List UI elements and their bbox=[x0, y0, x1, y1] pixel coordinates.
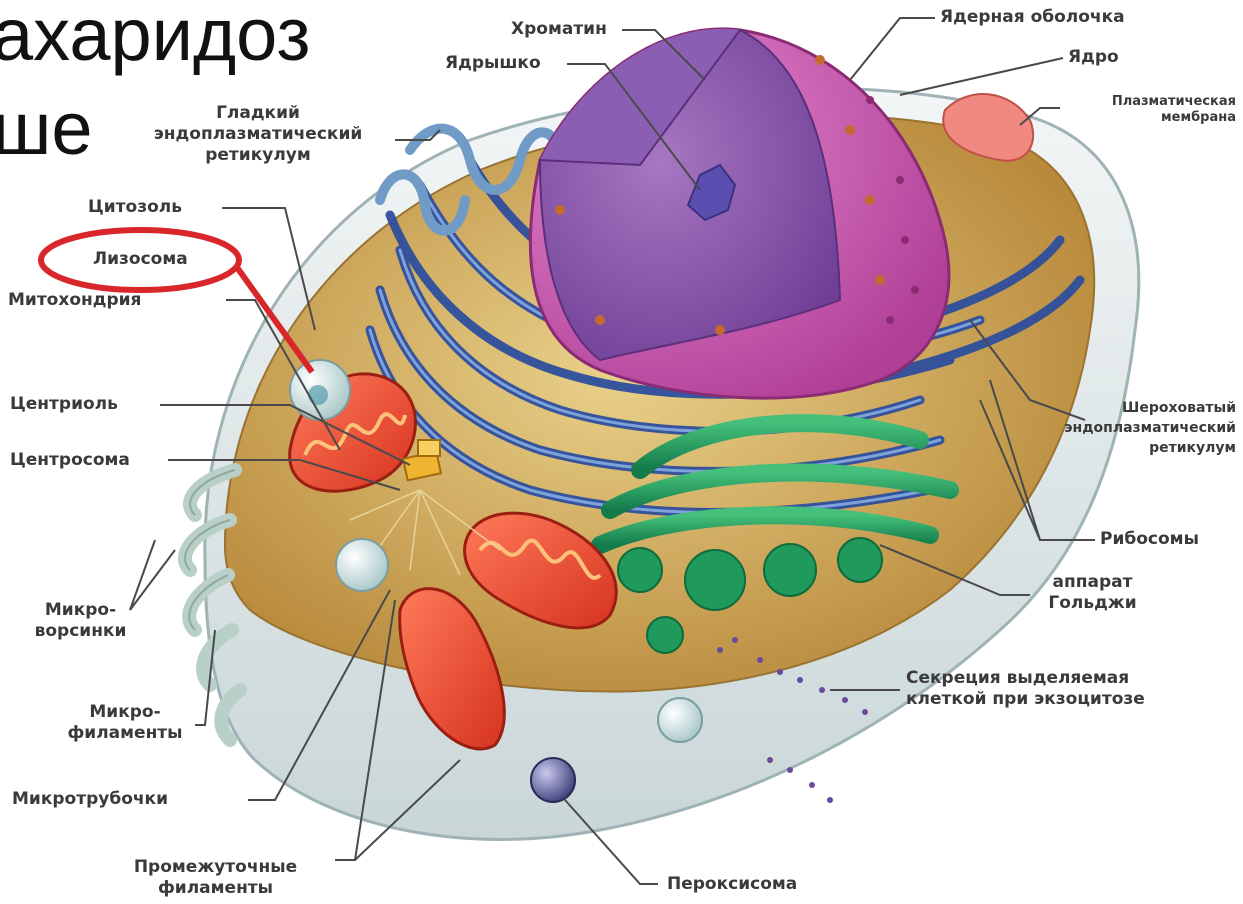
label-nucleolus: Ядрышко bbox=[445, 53, 541, 74]
label-microtubules: Микротрубочки bbox=[12, 789, 168, 810]
label-microfilaments: Микро-филаменты bbox=[55, 702, 195, 744]
label-lysosome: Лизосома bbox=[93, 249, 188, 270]
label-cytosol: Цитозоль bbox=[88, 197, 182, 218]
label-mitochondrion: Митохондрия bbox=[8, 290, 141, 311]
label-centrosome: Центросома bbox=[10, 450, 130, 471]
label-peroxisome: Пероксисома bbox=[667, 874, 797, 895]
highlight-pointer-line bbox=[236, 266, 312, 372]
label-centriole: Центриоль bbox=[10, 394, 118, 415]
label-chromatin: Хроматин bbox=[511, 19, 607, 40]
label-microvilli: Микро-ворсинки bbox=[18, 600, 143, 642]
label-nucleus: Ядро bbox=[1068, 47, 1119, 68]
label-nuclear-envelope: Ядерная оболочка bbox=[940, 7, 1125, 28]
label-ribosomes: Рибосомы bbox=[1100, 529, 1199, 550]
